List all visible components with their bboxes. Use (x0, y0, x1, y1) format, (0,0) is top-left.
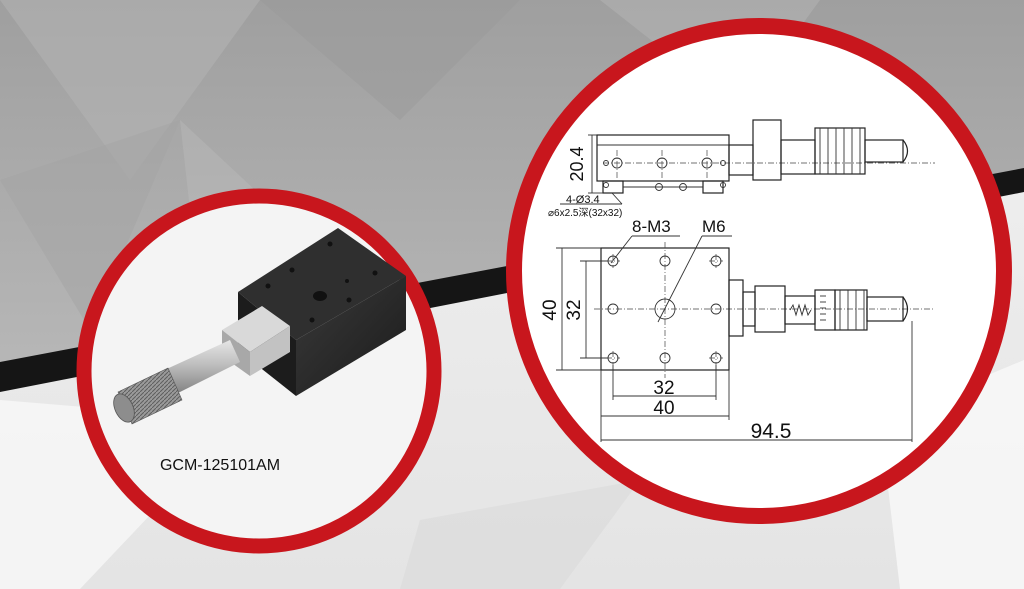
top-view-drawing: 8-M3 M6 40 32 32 40 94.5 (540, 217, 935, 443)
hole-note-2: ⌀6x2.5深(32x32) (548, 207, 622, 219)
product-photo-circle (76, 188, 442, 554)
drawing-circle (506, 18, 1012, 524)
side-height-dimension: 20.4 (567, 146, 587, 181)
stage-photo (113, 228, 406, 425)
inner-height-dimension: 32 (564, 299, 585, 320)
total-length-dimension: 94.5 (751, 420, 792, 443)
inner-width-dimension: 32 (653, 378, 674, 399)
outer-width-dimension: 40 (653, 398, 674, 419)
model-label: GCM-125101AM (160, 457, 280, 474)
outer-height-dimension: 40 (540, 299, 561, 320)
center-thread-label: M6 (702, 217, 726, 236)
thread-holes-label: 8-M3 (632, 217, 671, 236)
hole-note-1: 4-Ø3.4 (566, 194, 600, 206)
side-view-drawing: 20.4 4-Ø3.4 ⌀6x2.5深(32x32) (548, 119, 935, 219)
